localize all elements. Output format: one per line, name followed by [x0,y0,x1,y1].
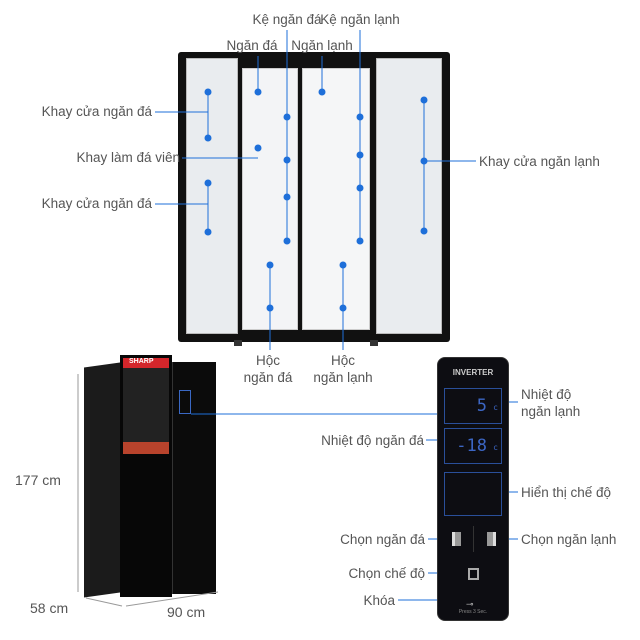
temp-unit: c [493,443,498,452]
label-lock: Khóa [363,593,395,608]
mode-display [444,472,502,516]
closed-fridge-right-door [172,362,216,594]
label-freezer: Ngăn đá [226,38,278,53]
label-fridge: Ngăn lạnh [291,38,353,53]
temp-unit: c [493,403,498,412]
freezer-temp-display: -18 c [444,428,502,464]
select-fridge-button[interactable] [487,532,496,546]
width-dimension: 90 cm [167,604,206,620]
fridge-foot-right [370,340,378,346]
label-select-mode: Chọn chế độ [348,566,425,581]
label-fridge-shelf: Kệ ngăn lạnh [320,12,400,27]
fridge-temp-display: 5 c [444,388,502,424]
label-freezer-door-tray-top: Khay cửa ngăn đá [41,104,152,119]
label-fridge-temp-1: Nhiệt độ [521,387,572,402]
select-mode-button[interactable] [468,568,479,580]
label-mode-display: Hiển thị chế độ [521,485,612,500]
label-ice-tray: Khay làm đá viên [76,150,180,165]
lock-hint: Press 3 Sec. [458,609,488,615]
dispenser-panel-thumb [179,390,191,414]
label-fridge-drawer-2: ngăn lạnh [313,370,373,385]
label-fridge-door-tray: Khay cửa ngăn lạnh [479,154,600,169]
label-freezer-drawer-2: ngăn đá [243,370,293,385]
label-select-fridge: Chọn ngăn lạnh [521,532,617,547]
label-fridge-temp-2: ngăn lạnh [521,404,581,419]
label-freezer-temp: Nhiệt độ ngăn đá [321,433,424,448]
label-select-freezer: Chọn ngăn đá [340,532,425,547]
lock-key-icon[interactable]: ⊸ [466,599,474,609]
label-fridge-drawer-1: Hộc [330,353,356,368]
freezer-temp-value: -18 [456,436,487,456]
control-panel: INVERTER 5 c -18 c ⊸ Press 3 Sec. [437,357,509,621]
inverter-logo: INVERTER [452,368,494,377]
closed-fridge-side [84,362,120,598]
freezer-door [186,58,238,334]
label-freezer-door-tray-bottom: Khay cửa ngăn đá [41,196,152,211]
panel-divider [473,526,474,552]
label-freezer-drawer-1: Hộc [255,353,281,368]
label-freezer-shelf: Kệ ngăn đá [252,12,322,27]
fridge-temp-value: 5 [476,396,487,416]
fridge-door [376,58,442,334]
brand-logo: SHARP [129,358,154,365]
select-freezer-button[interactable] [452,532,461,546]
height-dimension: 177 cm [15,472,61,488]
fridge-foot-left [234,340,242,346]
promo-sticker: SHARP [123,358,169,454]
depth-dimension: 58 cm [30,600,69,616]
fridge-compartment [302,68,370,330]
